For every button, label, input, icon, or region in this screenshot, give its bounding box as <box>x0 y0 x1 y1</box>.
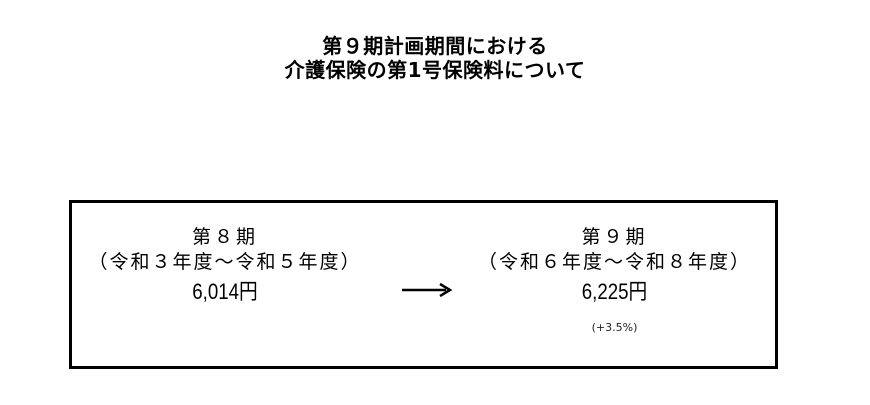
period-8-premium-amount: 6,014円 <box>192 279 258 304</box>
title-line-1: 第９期計画期間における <box>322 34 548 58</box>
period-9-range: （令和６年度～令和８年度） <box>477 251 751 273</box>
period-8-block: 第８期 （令和３年度～令和５年度） 6,014円 <box>80 226 370 307</box>
premium-comparison-box <box>69 200 778 369</box>
period-9-block: 第９期 （令和６年度～令和８年度） 6,225円 (+3.5%) <box>467 226 762 335</box>
period-9-name: 第９期 <box>581 226 648 248</box>
document-title: 第９期計画期間における 介護保険の第1号保険料について <box>0 34 870 82</box>
period-8-name: 第８期 <box>191 226 258 248</box>
title-line-2: 介護保険の第1号保険料について <box>284 58 586 82</box>
period-9-premium-amount: 6,225円 <box>581 279 648 304</box>
right-arrow-icon <box>402 282 453 298</box>
premium-change-percent: (+3.5%) <box>591 321 638 334</box>
period-8-range: （令和３年度～令和５年度） <box>88 251 362 273</box>
